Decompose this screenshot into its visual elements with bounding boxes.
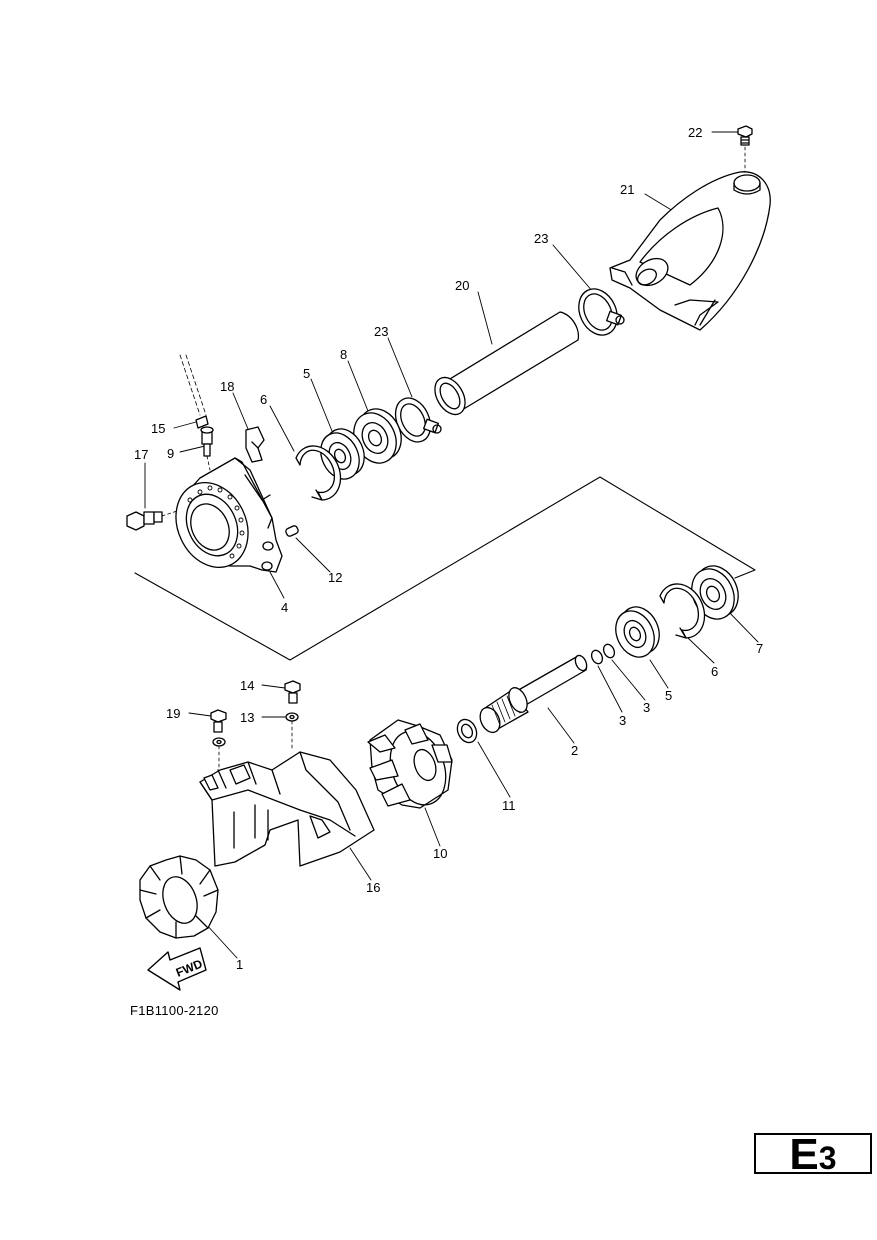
callout-4: 4 — [281, 600, 288, 615]
part-14-bolt — [284, 680, 301, 704]
callout-18: 18 — [220, 379, 234, 394]
callout-8: 8 — [340, 347, 347, 362]
page-section-badge: E3 — [754, 1130, 872, 1179]
callout-6-lower: 6 — [711, 664, 718, 679]
part-10-impeller — [367, 719, 453, 809]
callout-9: 9 — [167, 446, 174, 461]
callout-13: 13 — [240, 710, 254, 725]
callout-3-left: 3 — [619, 713, 626, 728]
callout-6-upper: 6 — [260, 392, 267, 407]
callout-14: 14 — [240, 678, 254, 693]
callout-22: 22 — [688, 125, 702, 140]
page-section-letter: E — [789, 1130, 819, 1179]
hose-line-dashed — [179, 354, 207, 416]
part-20-hose — [434, 311, 580, 416]
part-12-pin — [285, 525, 299, 537]
callout-23-lower: 23 — [374, 324, 388, 339]
part-8-bearing — [353, 408, 402, 464]
part-17-bolt — [126, 509, 181, 531]
callout-11: 11 — [502, 798, 516, 813]
part-18-plate — [245, 426, 265, 463]
subassembly-outline — [134, 476, 756, 661]
callout-1: 1 — [236, 957, 243, 972]
part-9-fitting — [200, 426, 214, 471]
callout-5-lower: 5 — [665, 688, 672, 703]
part-1-damper — [139, 855, 219, 939]
part-19-bolt — [210, 709, 227, 779]
part-4-bearing-housing — [175, 457, 283, 573]
part-3-o-rings — [590, 643, 616, 665]
callout-2: 2 — [571, 743, 578, 758]
callout-5-upper: 5 — [303, 366, 310, 381]
callout-20: 20 — [455, 278, 469, 293]
callout-19: 19 — [166, 706, 180, 721]
part-16-cover — [199, 751, 375, 867]
part-6-circlip-lower — [659, 583, 706, 639]
diagram-reference-code: F1B1100-2120 — [130, 1003, 219, 1018]
part-6-circlip-upper — [295, 445, 342, 501]
part-2-shaft — [479, 654, 588, 734]
callout-12: 12 — [328, 570, 342, 585]
part-23-clamp-lower — [394, 397, 442, 443]
part-11-spacer — [456, 718, 478, 744]
part-13-washer — [285, 712, 299, 751]
leader-lines — [144, 131, 759, 959]
part-22-bolt — [737, 125, 753, 176]
part-5-oil-seal-lower — [615, 606, 660, 658]
part-21-nozzle-cover — [609, 171, 771, 331]
callout-23-upper: 23 — [534, 231, 548, 246]
callout-10: 10 — [433, 846, 447, 861]
callout-7: 7 — [756, 641, 763, 656]
callout-17: 17 — [134, 447, 148, 462]
callout-15: 15 — [151, 421, 165, 436]
callout-3-right: 3 — [643, 700, 650, 715]
part-23-clamp-upper — [578, 288, 625, 336]
fwd-direction-arrow: FWD — [147, 947, 207, 991]
callout-16: 16 — [366, 880, 380, 895]
part-15-clip — [195, 415, 209, 429]
callout-21: 21 — [620, 182, 634, 197]
page-section-number: 3 — [818, 1140, 837, 1176]
